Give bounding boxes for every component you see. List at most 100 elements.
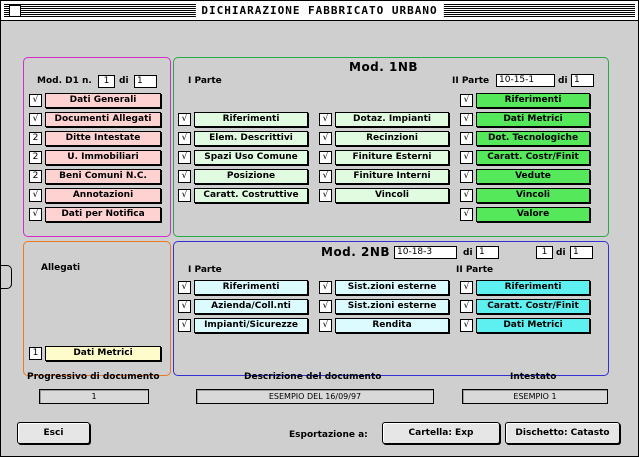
title-bar[interactable]: DICHIARAZIONE FABBRICATO URBANO xyxy=(1,1,638,21)
progressivo-label: Progressivo di documento xyxy=(27,372,160,382)
mod-1nb-parte2-vincoli-checkbox[interactable]: √ xyxy=(460,189,473,202)
mod-1nb-parte1-spazi-uso-comune-checkbox[interactable]: √ xyxy=(178,151,191,164)
mod-1nb-parte1b-dotaz-impianti-button[interactable]: Dotaz. Impianti xyxy=(335,112,449,127)
allegati-dati-metrici-button[interactable]: Dati Metrici xyxy=(45,346,161,361)
mod-2nb-parte1b-rendita-checkbox[interactable]: √ xyxy=(319,319,332,332)
mod-2nb-parte1-impianti-sicurezze-button[interactable]: Impianti/Sicurezze xyxy=(194,318,308,333)
mod-1nb-parte2-dot-tecnologiche-checkbox[interactable]: √ xyxy=(460,132,473,145)
mod-2nb-parte1b-sist-zioni-esterne-checkbox[interactable]: √ xyxy=(319,300,332,313)
mod-d1-documenti-allegati-checkbox[interactable]: √ xyxy=(29,113,42,126)
mod-d1-u-immobiliari-checkbox[interactable]: 2 xyxy=(29,151,42,164)
mod-d1-dati-generali-button[interactable]: Dati Generali xyxy=(45,93,161,108)
mod-d1-di-field[interactable]: 1 xyxy=(134,75,157,88)
mod-1nb-parte1-elem-descrittivi-checkbox[interactable]: √ xyxy=(178,132,191,145)
main-area: Mod. D1 n. 1 di 1 √Dati Generali√Documen… xyxy=(13,29,609,384)
mod-2nb-parte1-riferimenti-button[interactable]: Riferimenti xyxy=(194,280,308,295)
mod-1nb-parte2-caratt-costr-finit-button[interactable]: Caratt. Costr/Finit xyxy=(476,150,590,165)
mod-1nb-parte1b-dotaz-impianti-checkbox[interactable]: √ xyxy=(319,113,332,126)
mod-2nb-page-di-field[interactable]: 1 xyxy=(570,246,593,259)
mod-2nb-parte1-label: I Parte xyxy=(188,265,222,275)
mod-2nb-parte1-azienda-coll-nti-checkbox[interactable]: √ xyxy=(178,300,191,313)
mod-2nb-di-field[interactable]: 1 xyxy=(476,246,499,259)
mod-1nb-title: Mod. 1NB xyxy=(349,60,419,74)
mod-d1-beni-comuni-n-c-button[interactable]: Beni Comuni N.C. xyxy=(45,169,161,184)
mod-d1-di-label: di xyxy=(119,76,129,86)
mod-2nb-parte1-riferimenti-checkbox[interactable]: √ xyxy=(178,281,191,294)
mod-1nb-parte1b-vincoli-checkbox[interactable]: √ xyxy=(319,189,332,202)
mod-d1-dati-generali-checkbox[interactable]: √ xyxy=(29,94,42,107)
mod-1nb-parte1-spazi-uso-comune-button[interactable]: Spazi Uso Comune xyxy=(194,150,308,165)
mod-1nb-parte1-caratt-costruttive-checkbox[interactable]: √ xyxy=(178,189,191,202)
intestato-label: Intestato xyxy=(510,372,557,382)
mod-2nb-parte2-caratt-costr-finit-button[interactable]: Caratt. Costr/Finit xyxy=(476,299,590,314)
mod-1nb-parte2-vedute-checkbox[interactable]: √ xyxy=(460,170,473,183)
mod-1nb-parte1b-recinzioni-button[interactable]: Recinzioni xyxy=(335,131,449,146)
mod-2nb-parte1b-rendita-button[interactable]: Rendita xyxy=(335,318,449,333)
mod-1nb-parte2-dot-tecnologiche-button[interactable]: Dot. Tecnologiche xyxy=(476,131,590,146)
mod-2nb-parte1b-sist-zioni-esterne-button[interactable]: Sist.zioni esterne xyxy=(335,280,449,295)
mod-1nb-parte2-caratt-costr-finit-checkbox[interactable]: √ xyxy=(460,151,473,164)
mod-2nb-code-field[interactable]: 10-18-3 xyxy=(394,246,457,259)
mod-1nb-parte1b-recinzioni-checkbox[interactable]: √ xyxy=(319,132,332,145)
descrizione-field[interactable]: ESEMPIO DEL 16/09/97 xyxy=(196,389,434,404)
mod-2nb-parte2-dati-metrici-button[interactable]: Dati Metrici xyxy=(476,318,590,333)
dischetto-catasto-button[interactable]: Dischetto: Catasto xyxy=(505,422,620,444)
mod-1nb-parte2-dati-metrici-checkbox[interactable]: √ xyxy=(460,113,473,126)
mod-d1-n-field[interactable]: 1 xyxy=(98,75,115,88)
mod-d1-dati-per-notifica-button[interactable]: Dati per Notifica xyxy=(45,207,161,222)
mod-1nb-parte2-vincoli-button[interactable]: Vincoli xyxy=(476,188,590,203)
mod-1nb-parte1-riferimenti-button[interactable]: Riferimenti xyxy=(194,112,308,127)
mod-2nb-parte1-impianti-sicurezze-checkbox[interactable]: √ xyxy=(178,319,191,332)
mod-d1-dati-per-notifica-checkbox[interactable]: √ xyxy=(29,208,42,221)
mod-d1-documenti-allegati-button[interactable]: Documenti Allegati xyxy=(45,112,161,127)
mod-d1-beni-comuni-n-c-checkbox[interactable]: 2 xyxy=(29,170,42,183)
mod-1nb-parte2-riferimenti-checkbox[interactable]: √ xyxy=(460,94,473,107)
mod-2nb-panel: Mod. 2NB 10-18-3 di 1 1 di 1 I Parte II … xyxy=(173,241,609,376)
mod-1nb-parte1b-finiture-interni-checkbox[interactable]: √ xyxy=(319,170,332,183)
close-box[interactable] xyxy=(9,5,21,17)
esci-button[interactable]: Esci xyxy=(17,422,90,444)
mod-1nb-parte1-posizione-checkbox[interactable]: √ xyxy=(178,170,191,183)
mod-2nb-parte1-azienda-coll-nti-button[interactable]: Azienda/Coll.nti xyxy=(194,299,308,314)
mod-1nb-parte1-caratt-costruttive-button[interactable]: Caratt. Costruttive xyxy=(194,188,308,203)
mod-1nb-parte2-vedute-button[interactable]: Vedute xyxy=(476,169,590,184)
mod-2nb-parte1b-sist-zioni-esterne-button[interactable]: Sist.zioni esterne xyxy=(335,299,449,314)
mod-1nb-parte1b-finiture-esterni-checkbox[interactable]: √ xyxy=(319,151,332,164)
mod-1nb-panel: Mod. 1NB I Parte II Parte 10-15-1 di 1 √… xyxy=(173,57,609,237)
intestato-field[interactable]: ESEMPIO 1 xyxy=(462,389,608,404)
mod-d1-ditte-intestate-button[interactable]: Ditte Intestate xyxy=(45,131,161,146)
mod-2nb-title: Mod. 2NB xyxy=(321,245,391,259)
mod-d1-ditte-intestate-checkbox[interactable]: 2 xyxy=(29,132,42,145)
mod-2nb-parte2-caratt-costr-finit-checkbox[interactable]: √ xyxy=(460,300,473,313)
mod-1nb-di-label: di xyxy=(558,76,568,86)
mod-1nb-parte2-valore-checkbox[interactable]: √ xyxy=(460,208,473,221)
side-tab-handle[interactable] xyxy=(1,265,12,289)
mod-1nb-parte1b-finiture-esterni-button[interactable]: Finiture Esterni xyxy=(335,150,449,165)
mod-1nb-parte2-dati-metrici-button[interactable]: Dati Metrici xyxy=(476,112,590,127)
mod-1nb-parte2-riferimenti-button[interactable]: Riferimenti xyxy=(476,93,590,108)
mod-1nb-di-field[interactable]: 1 xyxy=(571,74,594,87)
mod-1nb-parte1-elem-descrittivi-button[interactable]: Elem. Descrittivi xyxy=(194,131,308,146)
mod-d1-panel: Mod. D1 n. 1 di 1 √Dati Generali√Documen… xyxy=(23,57,171,237)
mod-1nb-parte2-label: II Parte xyxy=(452,76,490,86)
mod-2nb-parte2-riferimenti-button[interactable]: Riferimenti xyxy=(476,280,590,295)
mod-1nb-parte2-field[interactable]: 10-15-1 xyxy=(496,74,555,87)
mod-1nb-parte1b-finiture-interni-button[interactable]: Finiture Interni xyxy=(335,169,449,184)
window-content: Mod. D1 n. 1 di 1 √Dati Generali√Documen… xyxy=(1,21,638,456)
progressivo-field[interactable]: 1 xyxy=(39,389,149,404)
mod-2nb-parte1b-sist-zioni-esterne-checkbox[interactable]: √ xyxy=(319,281,332,294)
mod-d1-annotazioni-checkbox[interactable]: √ xyxy=(29,189,42,202)
mod-2nb-parte2-riferimenti-checkbox[interactable]: √ xyxy=(460,281,473,294)
esportazione-label: Esportazione a: xyxy=(289,430,368,440)
mod-2nb-page-field[interactable]: 1 xyxy=(536,246,553,259)
mod-d1-annotazioni-button[interactable]: Annotazioni xyxy=(45,188,161,203)
cartella-exp-button[interactable]: Cartella: Exp xyxy=(382,422,500,444)
mod-1nb-parte2-valore-button[interactable]: Valore xyxy=(476,207,590,222)
mod-1nb-parte1-riferimenti-checkbox[interactable]: √ xyxy=(178,113,191,126)
mod-2nb-parte2-dati-metrici-checkbox[interactable]: √ xyxy=(460,319,473,332)
mod-d1-u-immobiliari-button[interactable]: U. Immobiliari xyxy=(45,150,161,165)
mod-1nb-parte1b-vincoli-button[interactable]: Vincoli xyxy=(335,188,449,203)
mod-1nb-parte1-posizione-button[interactable]: Posizione xyxy=(194,169,308,184)
allegati-dati-metrici-checkbox[interactable]: 1 xyxy=(29,347,42,360)
